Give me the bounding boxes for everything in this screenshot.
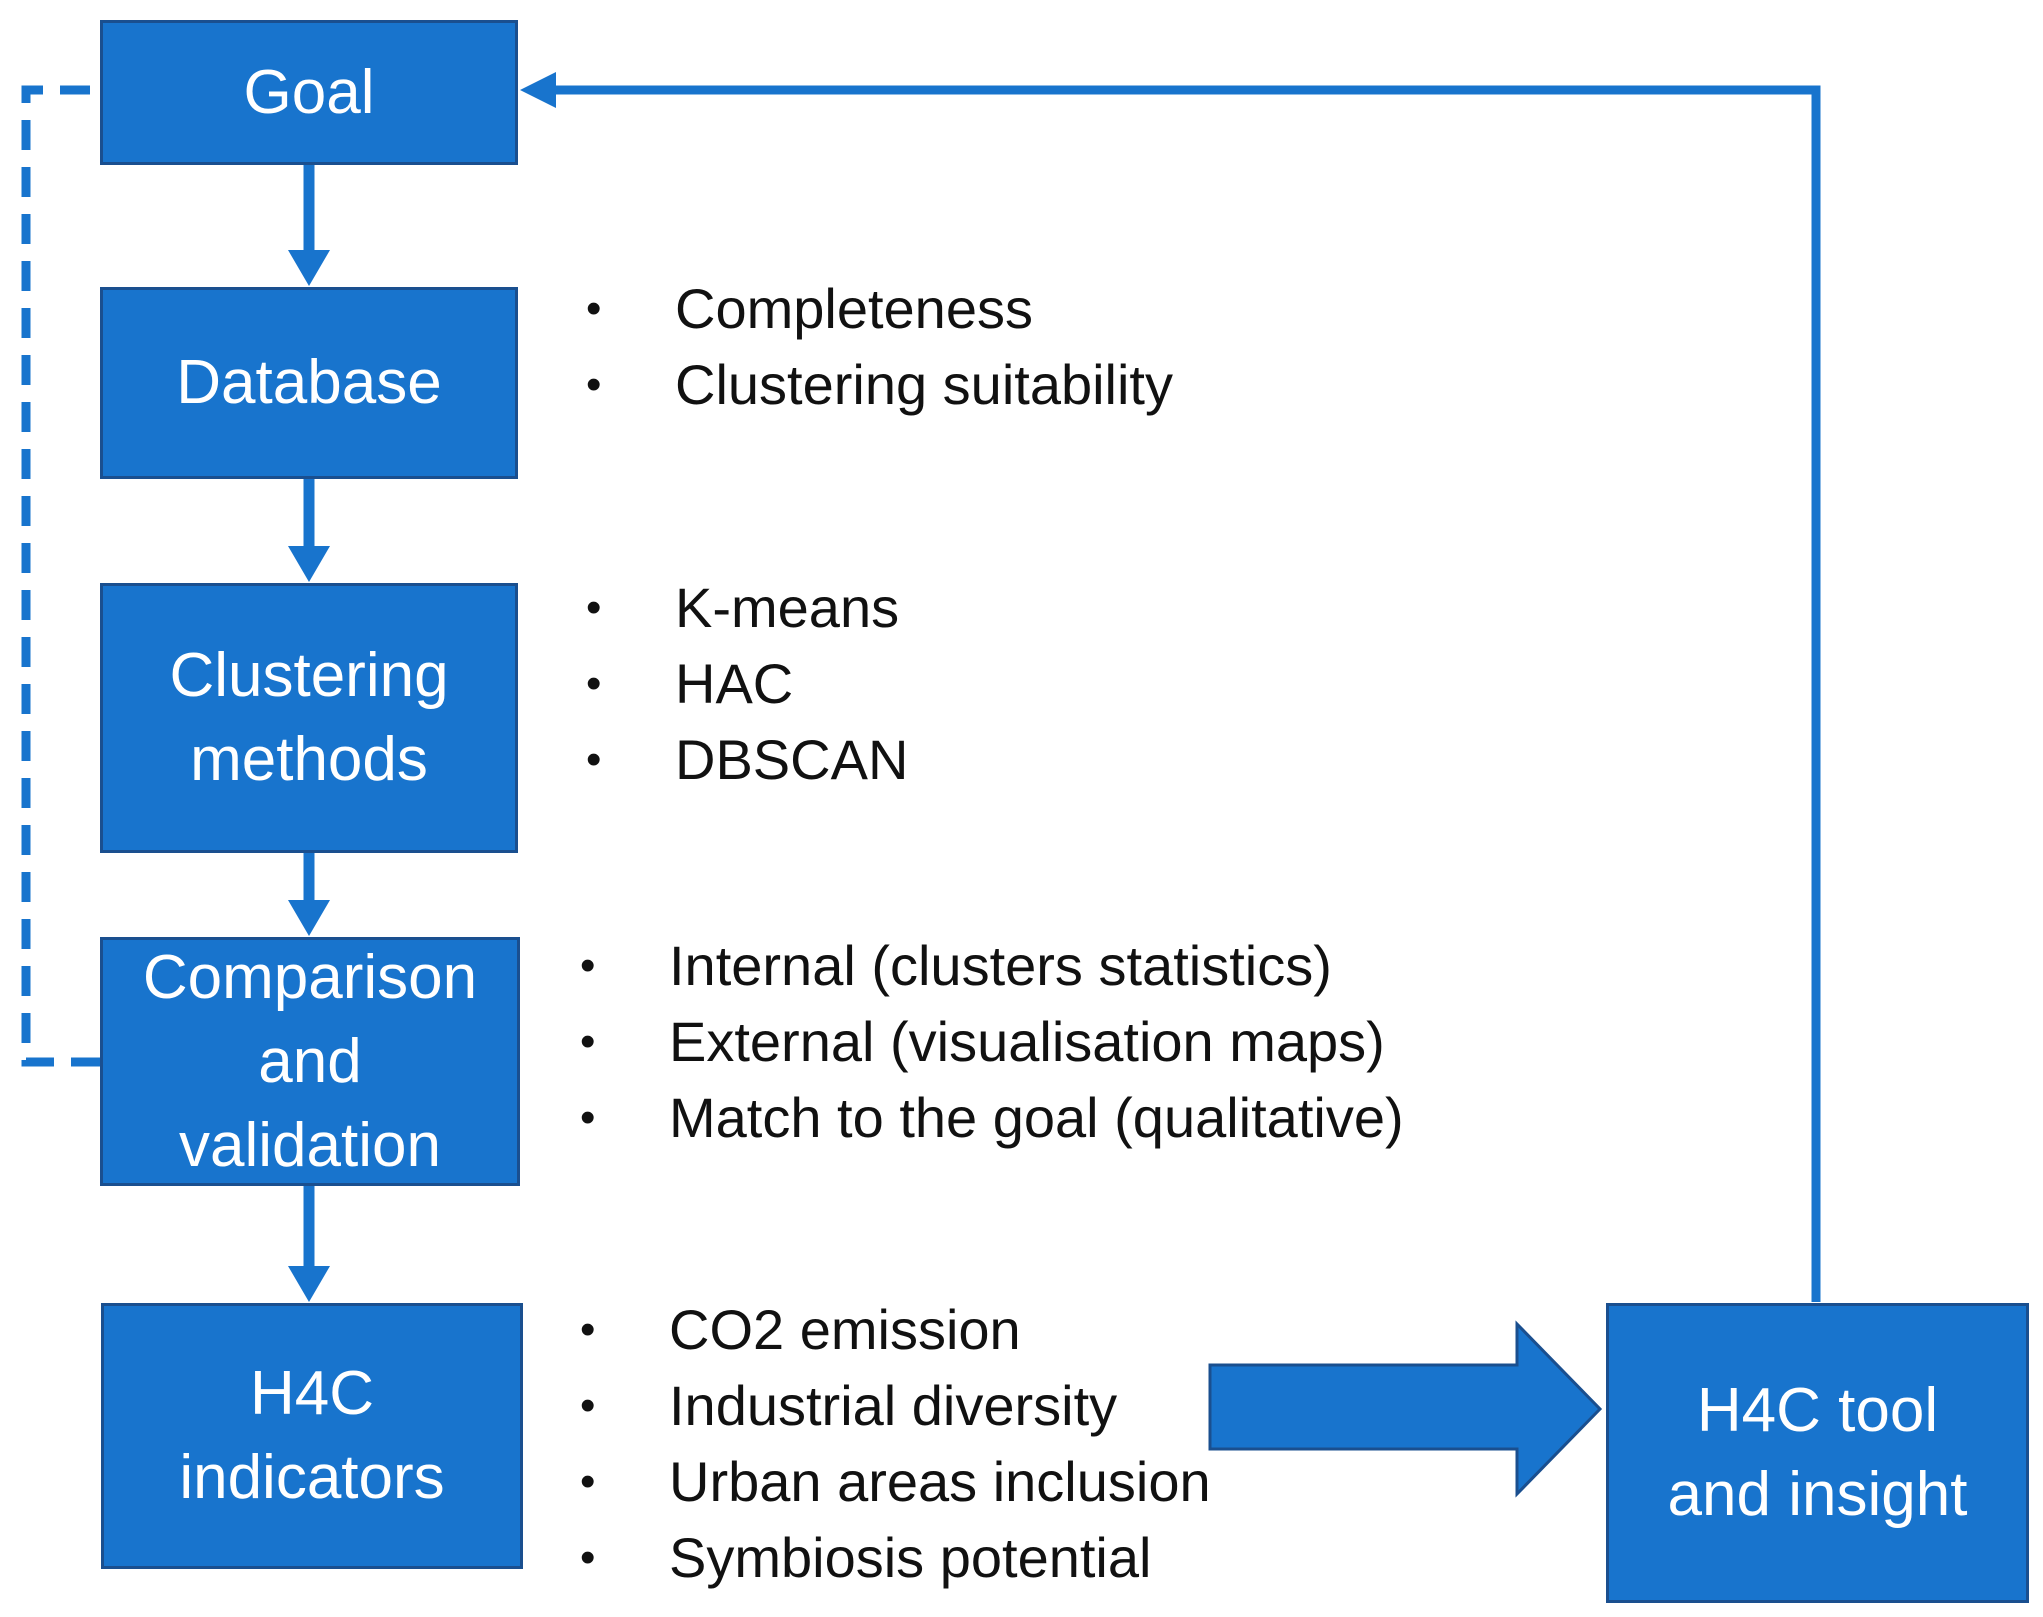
bullet-icon: • <box>580 1093 596 1142</box>
goal-box: Goal <box>100 20 518 165</box>
list-item: • HAC <box>586 646 908 722</box>
goal-label: Goal <box>243 57 375 127</box>
arrowhead-goal-to-database <box>288 250 330 286</box>
dashed-feedback-loop <box>21 85 101 1067</box>
bullet-icon: • <box>580 941 596 990</box>
h4c-indicators-box: H4C indicators <box>101 1303 523 1569</box>
comparison-label-line-1: Comparison <box>142 942 478 1012</box>
list-item: • DBSCAN <box>586 722 908 798</box>
list-item: • Urban areas inclusion <box>580 1444 1211 1520</box>
clustering-bullets: • K-means • HAC • DBSCAN <box>586 570 908 798</box>
bullet-icon: • <box>586 284 602 333</box>
bullet-text: Symbiosis potential <box>669 1526 1152 1589</box>
bullet-icon: • <box>580 1533 596 1582</box>
clustering-label-line-2: methods <box>190 725 428 794</box>
database-label: Database <box>176 348 442 417</box>
comparison-validation-box: Comparison and validation <box>100 937 520 1186</box>
comparison-label-line-3: validation <box>179 1110 441 1180</box>
bullet-text: Urban areas inclusion <box>669 1450 1211 1513</box>
list-item: • Completeness <box>586 271 1173 347</box>
comparison-label-line-2: and <box>258 1026 362 1096</box>
bullet-icon: • <box>586 735 602 784</box>
bullet-icon: • <box>580 1305 596 1354</box>
arrowhead-tool-to-goal <box>520 72 556 108</box>
bullet-icon: • <box>586 583 602 632</box>
indicators-label-line-2: indicators <box>179 1443 445 1512</box>
tool-label-line-2: and insight <box>1667 1460 1968 1529</box>
list-item: • Match to the goal (qualitative) <box>580 1080 1404 1156</box>
database-bullets: • Completeness • Clustering suitability <box>586 271 1173 423</box>
tool-label-line-1: H4C tool <box>1696 1376 1939 1445</box>
bullet-icon: • <box>580 1381 596 1430</box>
arrowhead-comparison-to-indicators <box>288 1266 330 1302</box>
h4c-tool-box: H4C tool and insight <box>1606 1303 2029 1603</box>
clustering-label-line-1: Clustering <box>169 641 449 710</box>
indicators-bullets: • CO2 emission • Industrial diversity • … <box>580 1292 1211 1596</box>
list-item: • Industrial diversity <box>580 1368 1211 1444</box>
database-box: Database <box>100 287 518 479</box>
bullet-icon: • <box>586 360 602 409</box>
bullet-text: Clustering suitability <box>675 353 1173 416</box>
list-item: • Clustering suitability <box>586 347 1173 423</box>
bullet-text: K-means <box>675 576 900 639</box>
bullet-icon: • <box>586 659 602 708</box>
bullet-text: Internal (clusters statistics) <box>669 934 1332 997</box>
list-item: • Internal (clusters statistics) <box>580 928 1404 1004</box>
block-arrow-to-tool <box>1208 1320 1603 1498</box>
bullet-text: Completeness <box>675 277 1033 340</box>
clustering-methods-box: Clustering methods <box>100 583 518 853</box>
bullet-text: External (visualisation maps) <box>669 1010 1385 1073</box>
arrow-tool-to-goal <box>552 85 1821 1302</box>
list-item: • External (visualisation maps) <box>580 1004 1404 1080</box>
bullet-icon: • <box>580 1457 596 1506</box>
bullet-icon: • <box>580 1017 596 1066</box>
bullet-text: CO2 emission <box>669 1298 1021 1361</box>
indicators-label-line-1: H4C <box>249 1359 374 1428</box>
arrowhead-clustering-to-comparison <box>288 900 330 936</box>
list-item: • Symbiosis potential <box>580 1520 1211 1596</box>
bullet-text: DBSCAN <box>675 728 909 791</box>
comparison-bullets: • Internal (clusters statistics) • Exter… <box>580 928 1404 1156</box>
arrowhead-database-to-clustering <box>288 546 330 582</box>
bullet-text: Industrial diversity <box>669 1374 1118 1437</box>
list-item: • CO2 emission <box>580 1292 1211 1368</box>
list-item: • K-means <box>586 570 908 646</box>
bullet-text: HAC <box>675 652 794 715</box>
bullet-text: Match to the goal (qualitative) <box>669 1086 1404 1149</box>
